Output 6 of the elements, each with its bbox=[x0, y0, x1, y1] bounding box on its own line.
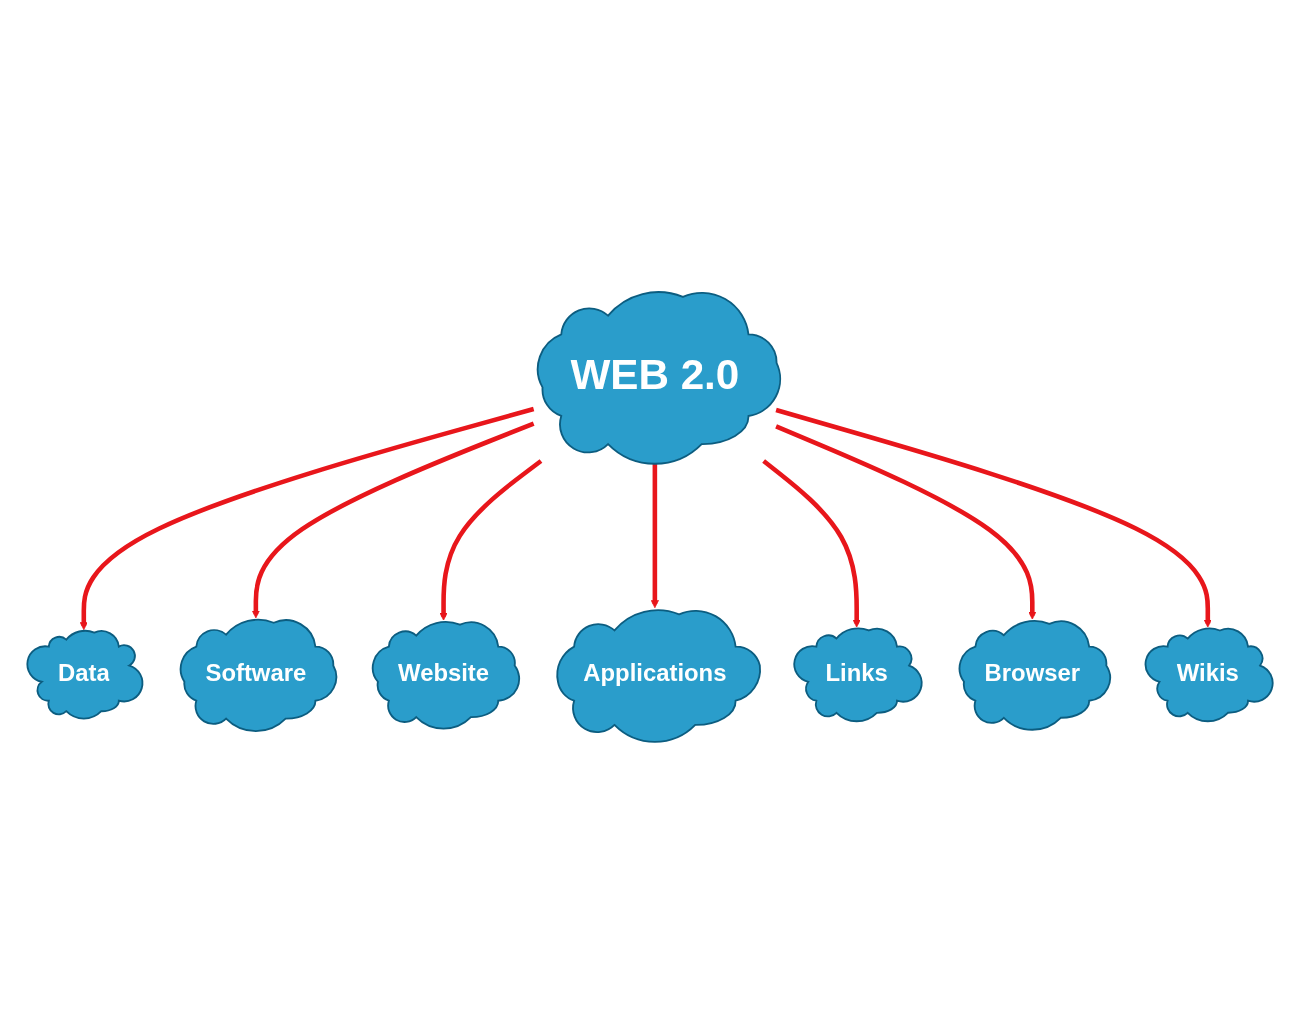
arrow bbox=[775, 424, 1037, 620]
arrow bbox=[251, 421, 535, 619]
arrow bbox=[775, 407, 1212, 628]
arrow bbox=[79, 406, 535, 631]
arrow bbox=[439, 459, 543, 621]
arrow bbox=[762, 459, 861, 628]
